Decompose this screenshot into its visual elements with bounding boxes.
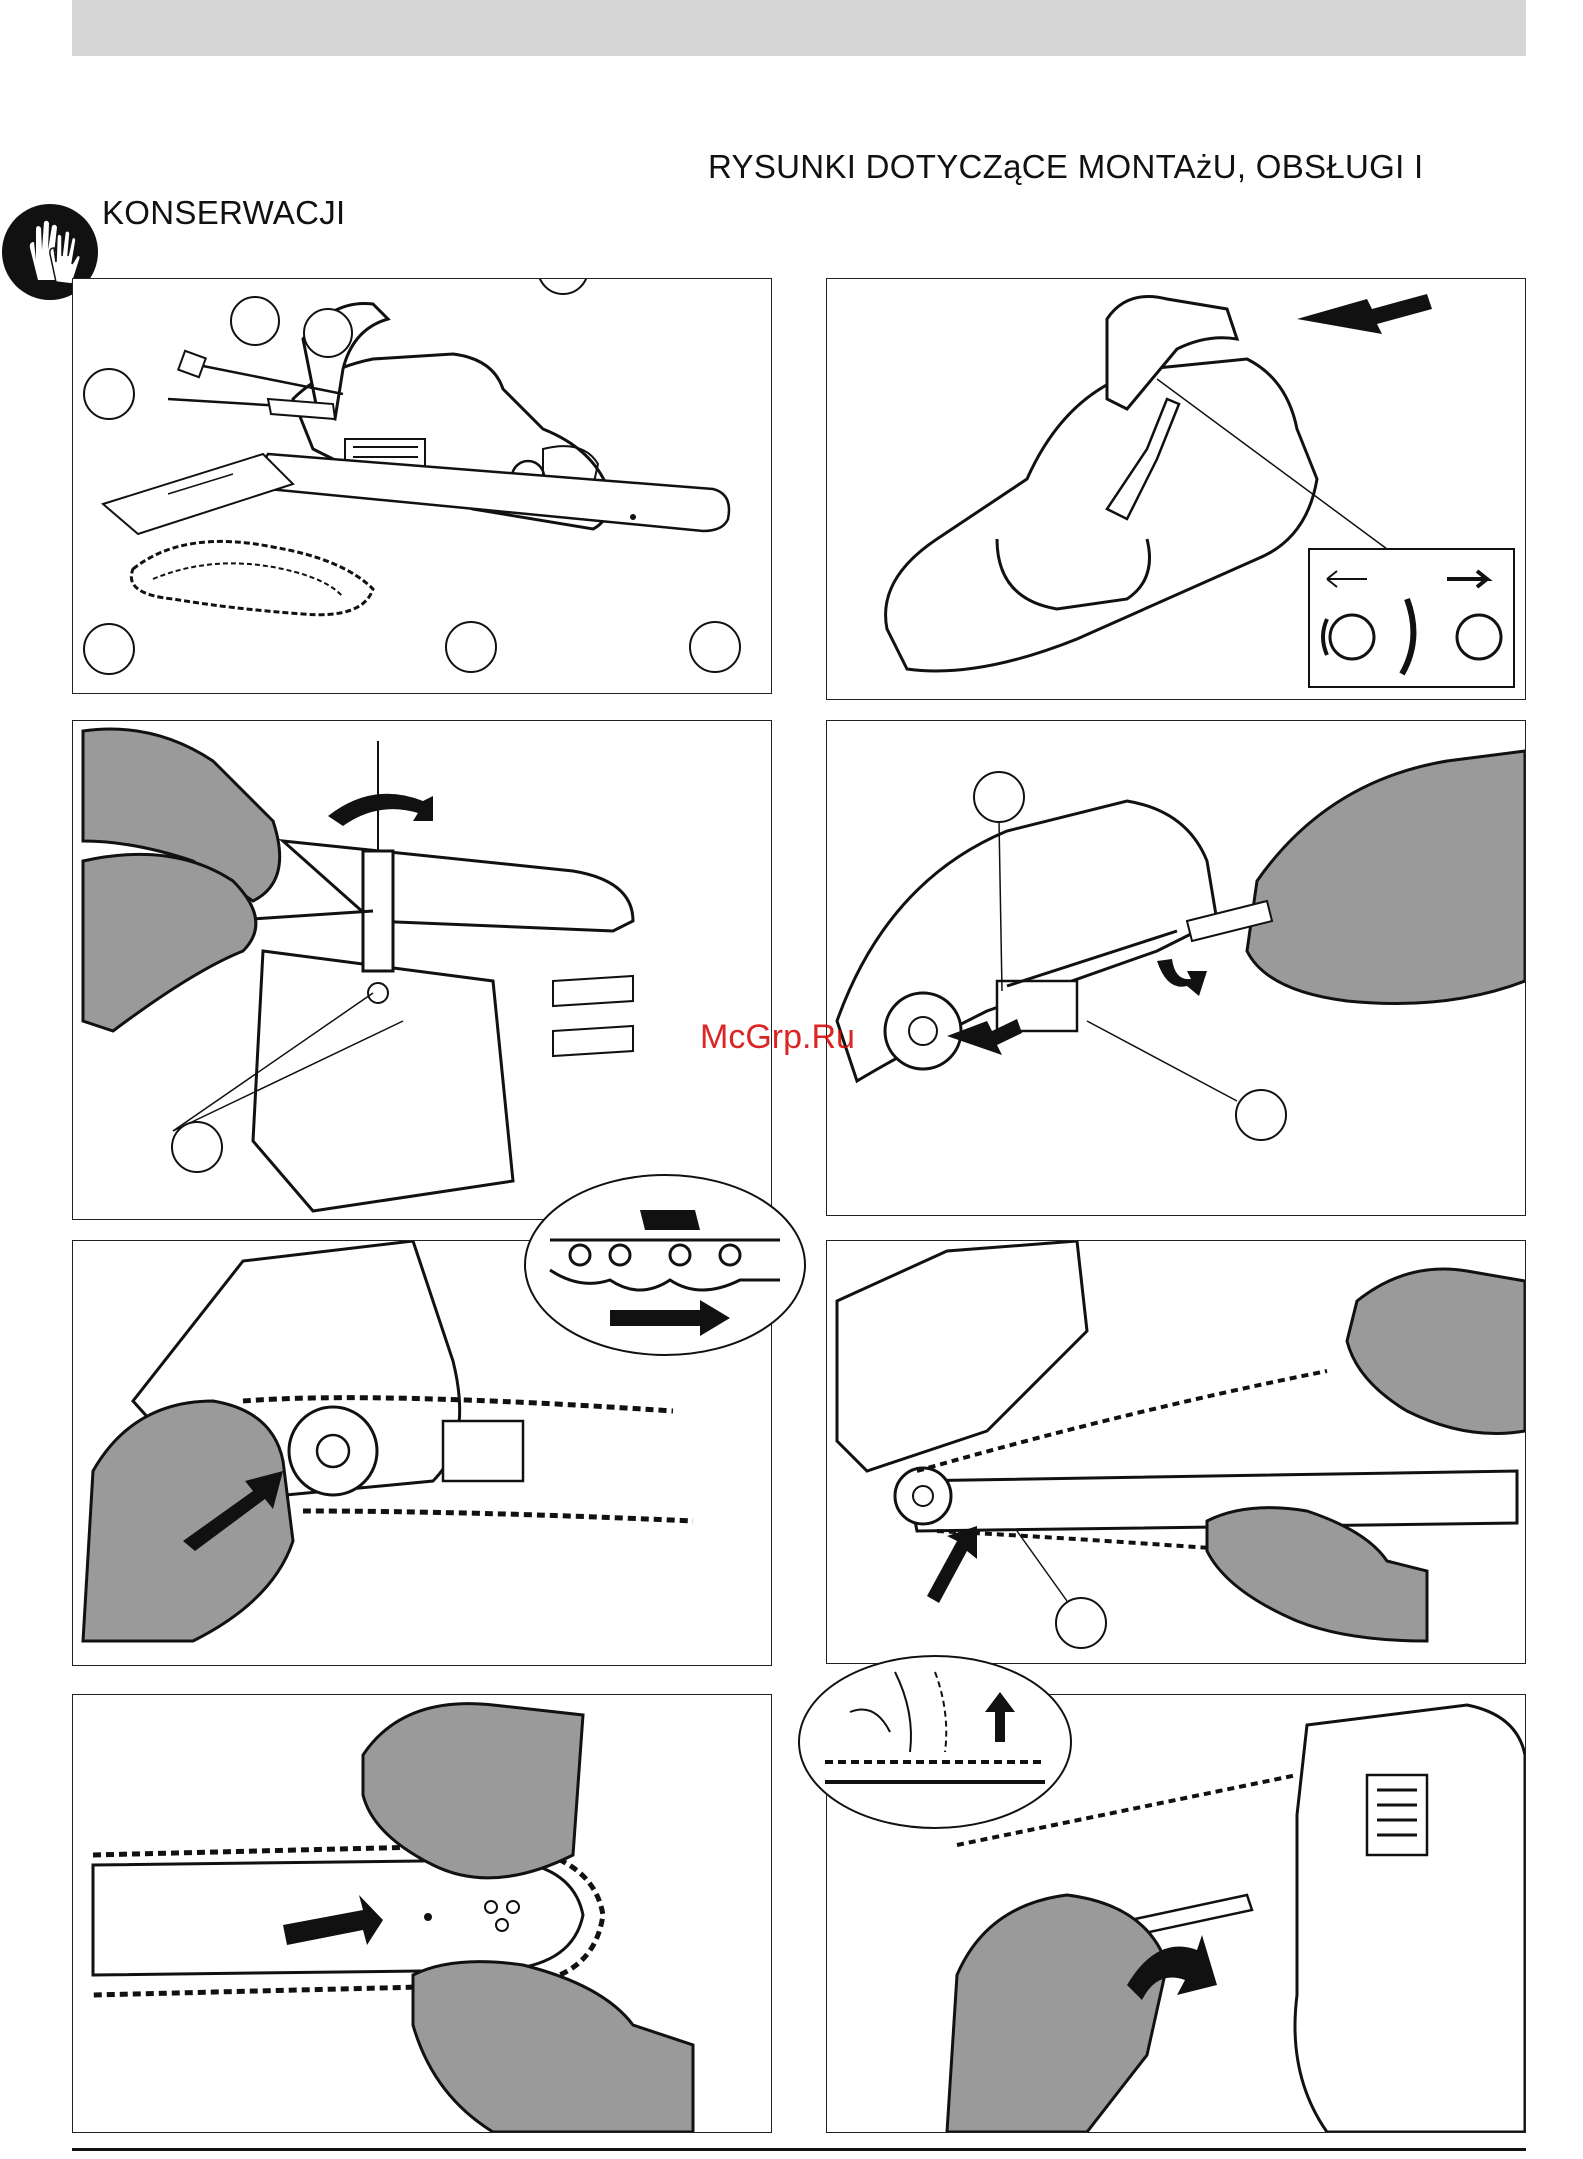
figure-chain-on-bar bbox=[826, 1240, 1526, 1664]
page-title-line1: RYSUNKI DOTYCZąCE MONTAżU, OBSŁUGI I bbox=[708, 148, 1424, 186]
figure-chain-brake bbox=[826, 278, 1526, 700]
figure-tensioner-screw bbox=[826, 720, 1526, 1216]
header-bar bbox=[72, 0, 1526, 56]
figure-remove-nuts bbox=[72, 720, 772, 1220]
watermark: McGrp.Ru bbox=[700, 1018, 855, 1057]
footer-rule bbox=[72, 2148, 1526, 2151]
chain-detail-magnifier bbox=[520, 1170, 810, 1360]
page-title-line2: KONSERWACJI bbox=[102, 194, 346, 232]
chain-raise-magnifier bbox=[795, 1652, 1075, 1832]
figure-chain-bar-nose bbox=[72, 1694, 772, 2133]
figure-parts-overview bbox=[72, 278, 772, 694]
